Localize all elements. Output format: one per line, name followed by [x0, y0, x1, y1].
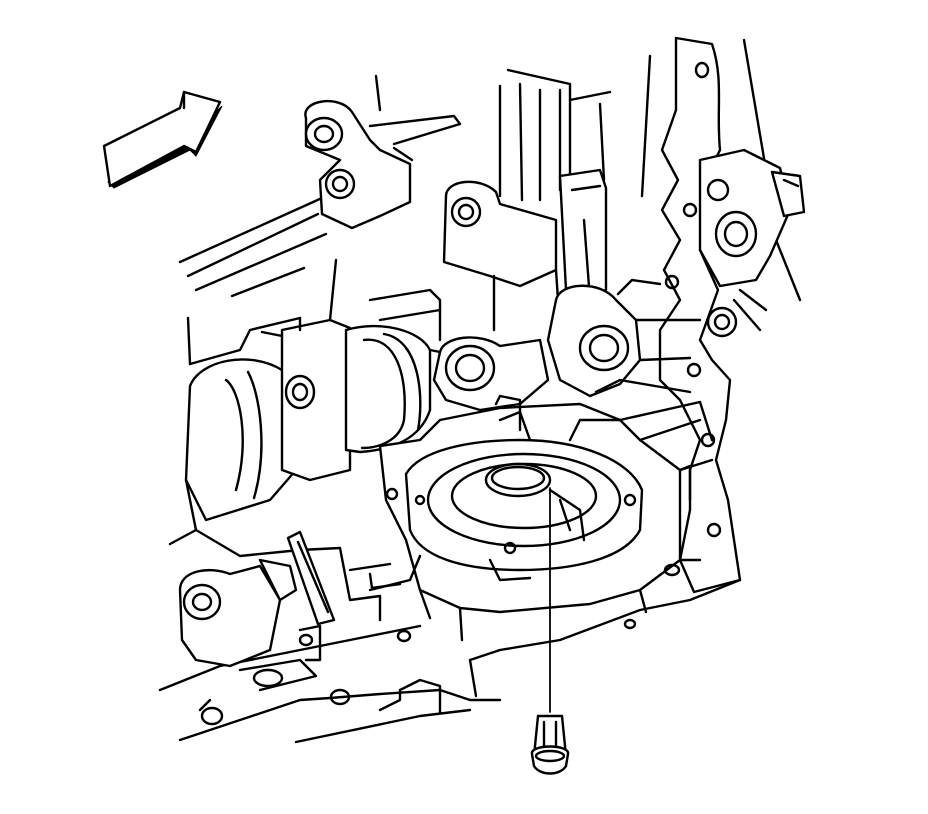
center-bolt-bosses [432, 278, 702, 412]
lower-case-body [158, 478, 742, 744]
gasket-holes-lower [200, 563, 681, 726]
center-tower-bracket [442, 168, 608, 332]
upper-left-bracket [304, 74, 462, 230]
fastener-callout [530, 487, 570, 775]
arrow-right-icon [102, 90, 223, 189]
left-accumulator-housing [184, 258, 352, 522]
housing-outline-upper [178, 196, 328, 366]
center-cover-plate [368, 394, 702, 642]
right-lower-bracket [594, 378, 714, 472]
bolt-icon [530, 714, 570, 775]
curved-passage [344, 288, 442, 454]
right-upper-bosses [698, 148, 806, 338]
case-ribs-upper [498, 68, 612, 202]
lower-left-boss [178, 530, 402, 692]
